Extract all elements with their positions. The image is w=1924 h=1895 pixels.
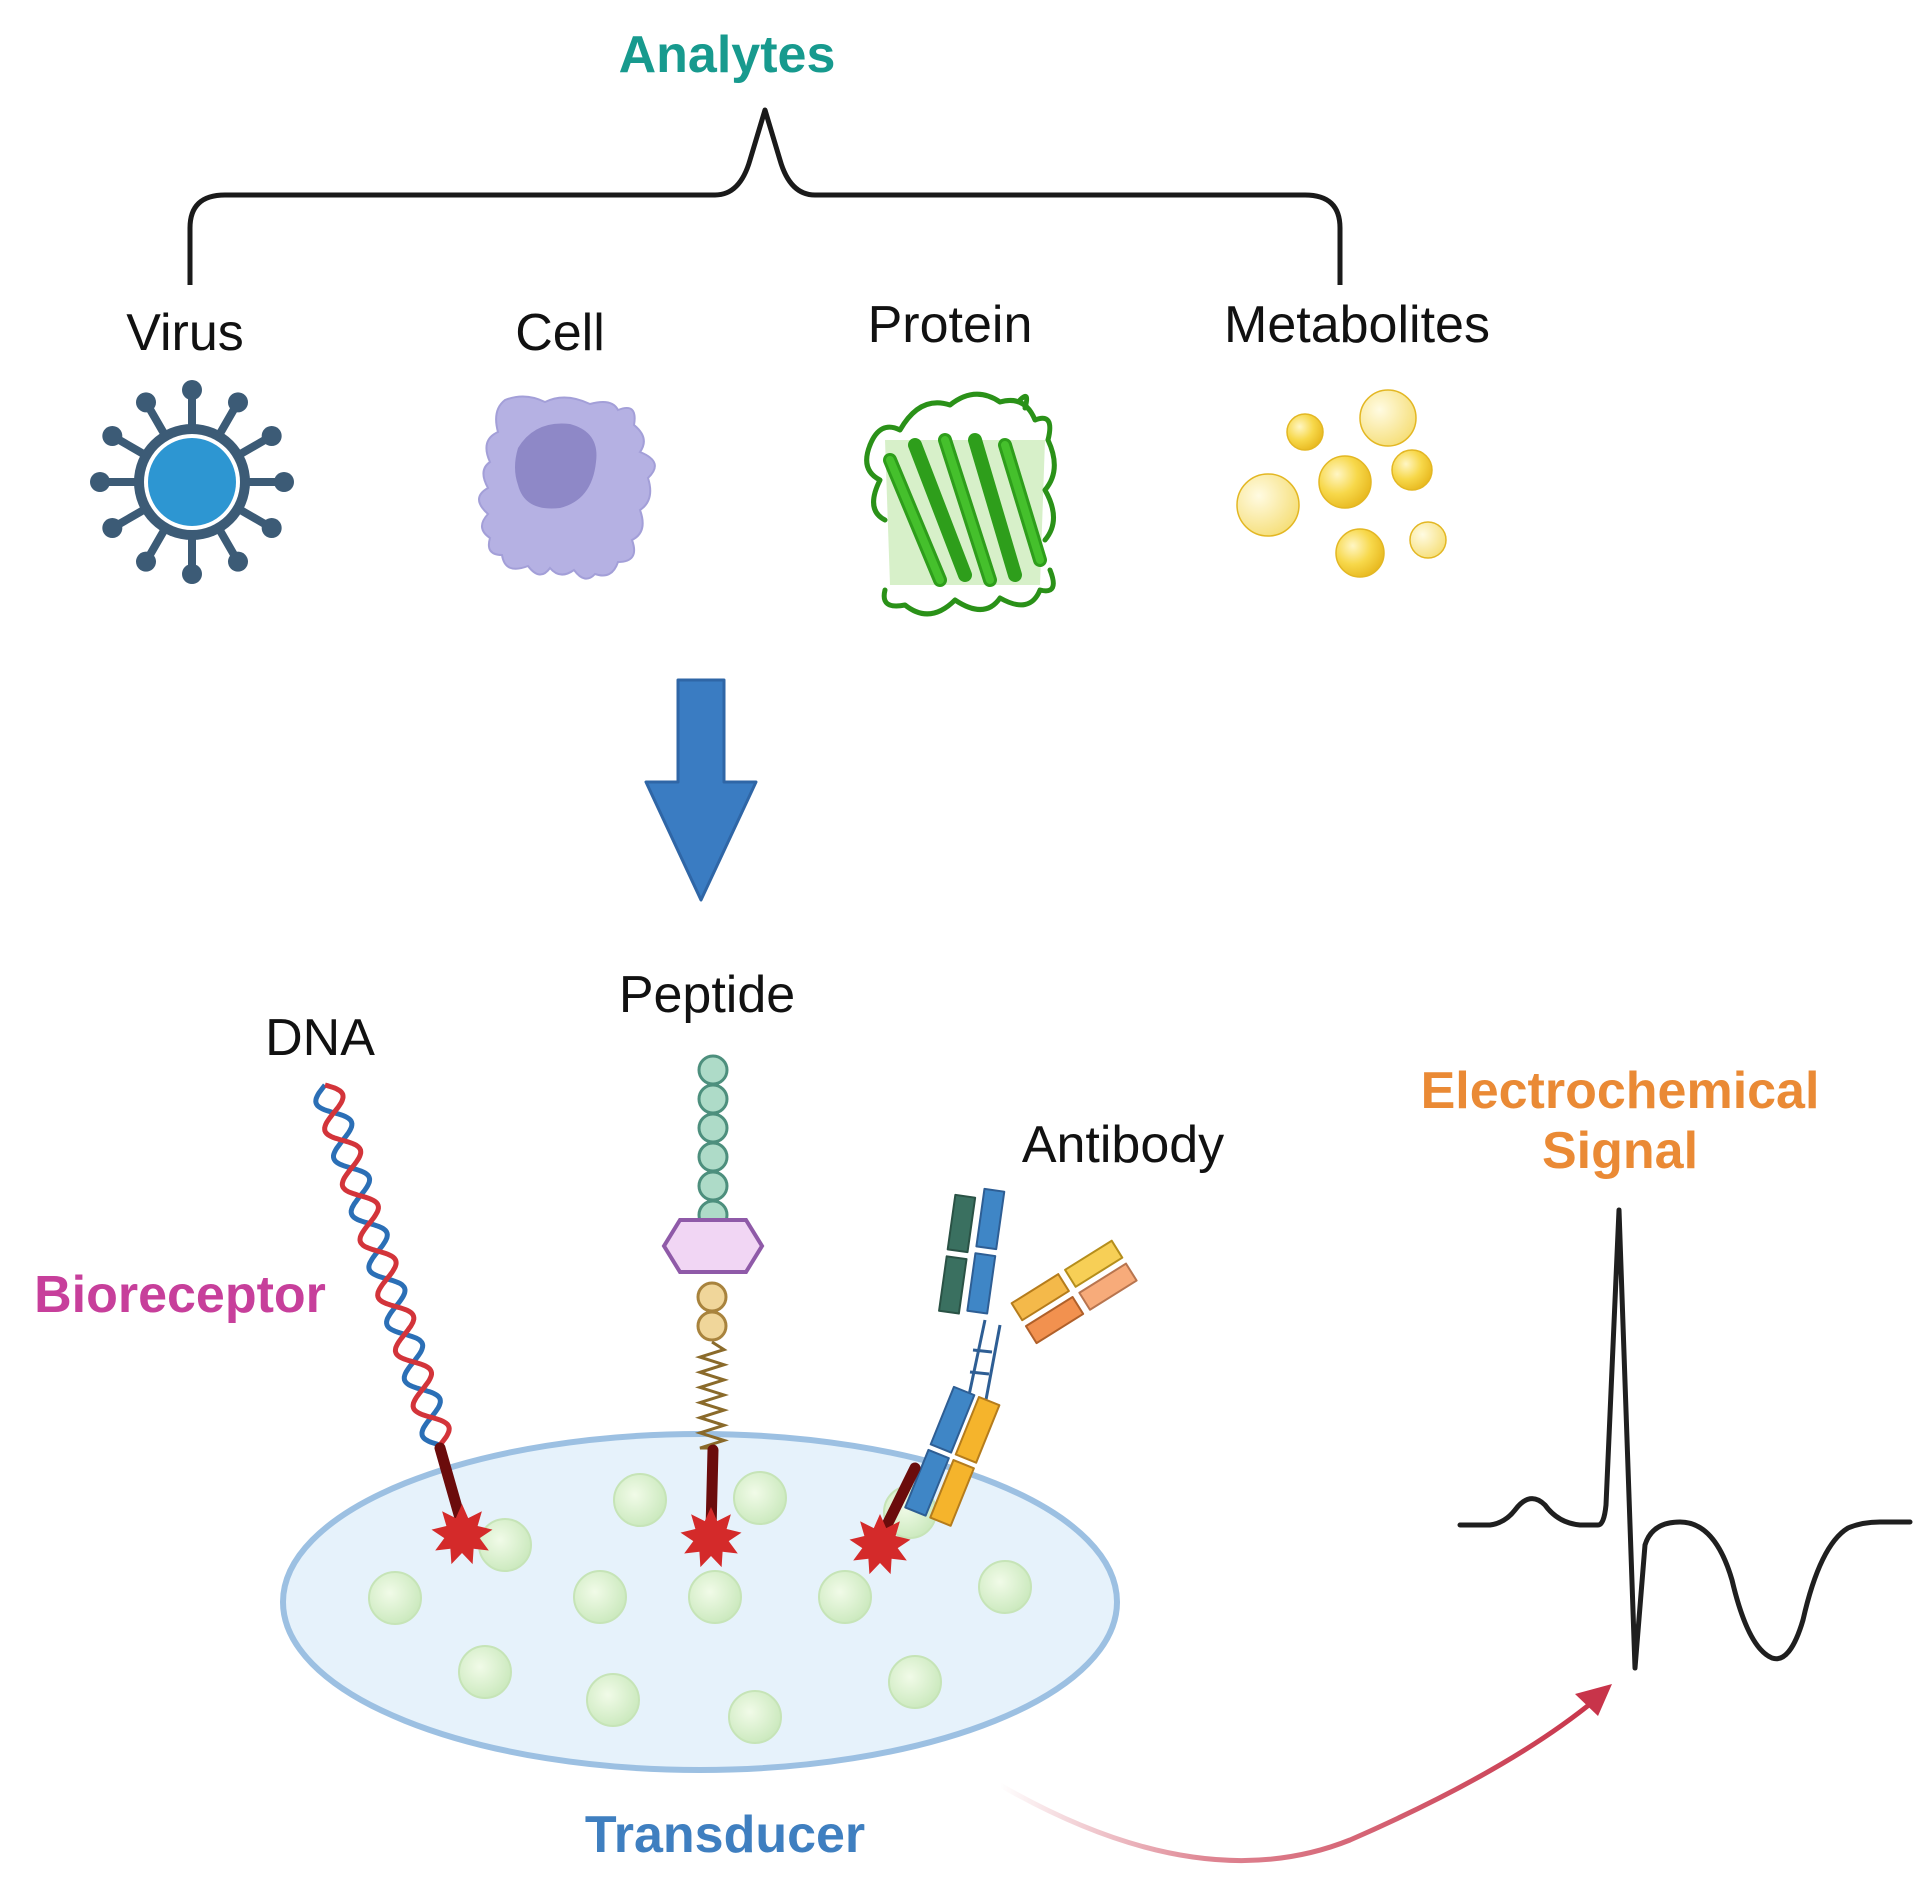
dna-label: DNA xyxy=(265,1009,375,1067)
signal-waveform xyxy=(1457,1207,1913,1671)
signal-label-line1: Electrochemical xyxy=(1421,1062,1820,1120)
peptide-anchor-icon xyxy=(680,1507,742,1568)
transducer-label: Transducer xyxy=(585,1806,865,1864)
analytes-brace xyxy=(187,107,1343,285)
analyte-label-metabolites: Metabolites xyxy=(1224,296,1490,354)
dna-anchor-icon xyxy=(431,1504,493,1565)
cell-icon xyxy=(478,395,656,580)
dna-strand xyxy=(313,1082,452,1448)
peptide-label: Peptide xyxy=(619,966,795,1024)
signal-label-line2: Signal xyxy=(1542,1122,1698,1180)
bioreceptor-label: Bioreceptor xyxy=(34,1266,326,1324)
analyte-label-virus: Virus xyxy=(126,304,244,362)
antibody-anchor-icon xyxy=(849,1514,911,1575)
analyte-label-protein: Protein xyxy=(868,296,1033,354)
transducer-particles xyxy=(368,1471,1032,1744)
signal-arrow xyxy=(998,1684,1612,1864)
peptide-chain xyxy=(661,1054,765,1450)
virus-icon xyxy=(90,380,294,584)
flow-arrow xyxy=(644,678,758,902)
metabolites-icon xyxy=(1236,389,1447,578)
protein-icon xyxy=(864,391,1057,617)
antibody-label: Antibody xyxy=(1022,1116,1224,1174)
analyte-label-cell: Cell xyxy=(515,304,605,362)
antibody-linker xyxy=(876,1462,921,1541)
dna-linker xyxy=(434,1442,468,1531)
antibody xyxy=(904,1187,1138,1527)
analytes-title: Analytes xyxy=(619,26,836,84)
